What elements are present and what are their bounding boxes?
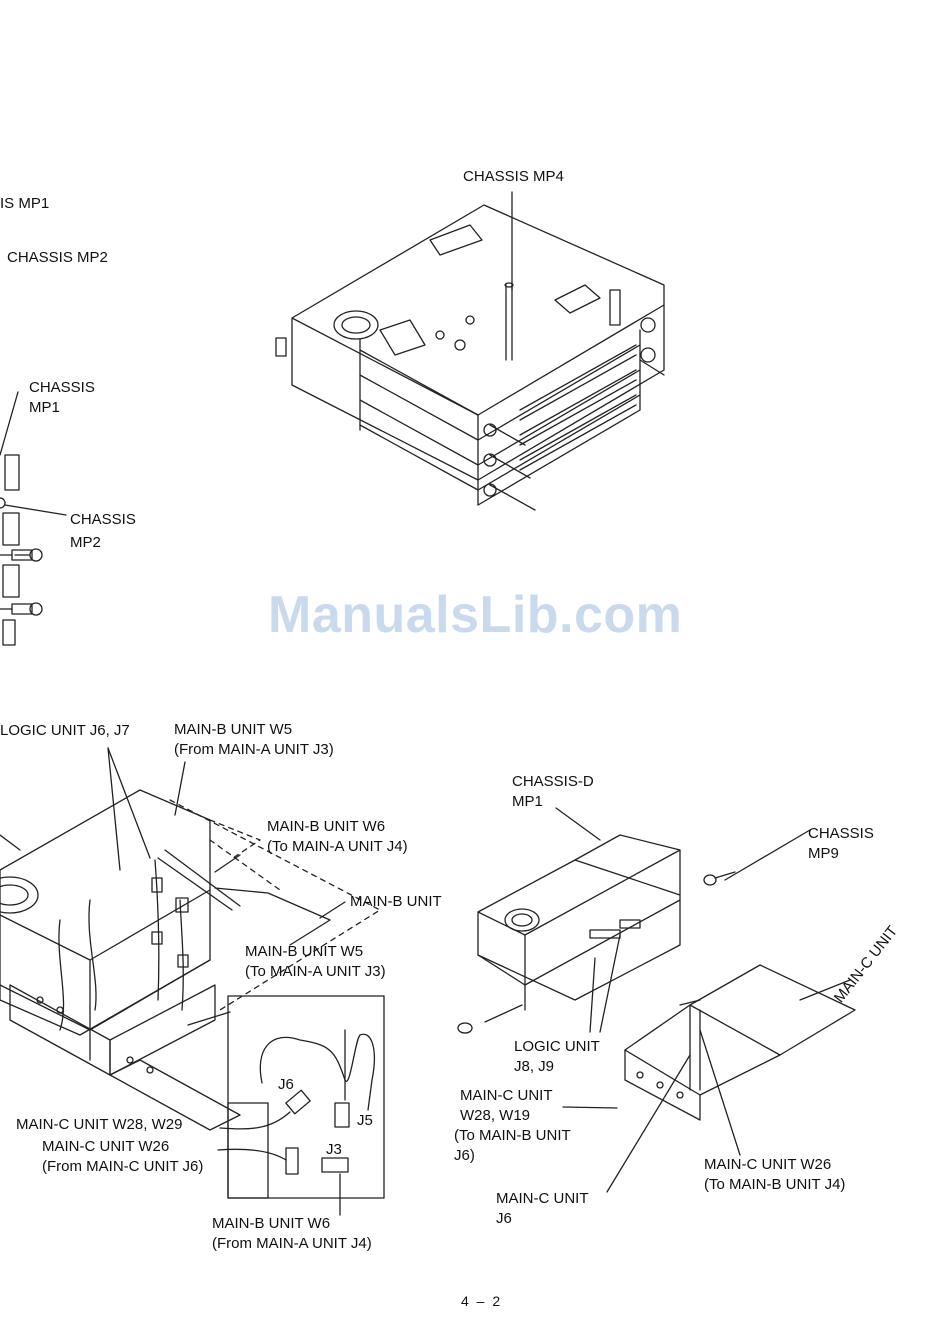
left-exploded-assembly bbox=[0, 747, 381, 1131]
label-mainb-w6-from: MAIN-B UNIT W6(From MAIN-A UNIT J4) bbox=[212, 1215, 372, 1252]
label-mainc-w26-from: MAIN-C UNIT W26(From MAIN-C UNIT J6) bbox=[42, 1138, 204, 1175]
left-chassis-stack bbox=[0, 391, 67, 646]
label-mainc-w26-to: MAIN-C UNIT W26(To MAIN-B UNIT J4) bbox=[704, 1156, 846, 1193]
label-mainb-w6-to: MAIN-B UNIT W6(To MAIN-A UNIT J4) bbox=[267, 818, 408, 855]
page-number: 4 – 2 bbox=[461, 1293, 503, 1309]
label-j6: J6 bbox=[278, 1076, 294, 1093]
mp4-assembly bbox=[275, 191, 665, 511]
label-j3: J3 bbox=[326, 1141, 342, 1158]
label-top-chassis-mp2: CHASSIS MP2 bbox=[7, 249, 108, 266]
label-mainb-w5-to: MAIN-B UNIT W5(To MAIN-A UNIT J3) bbox=[245, 943, 386, 980]
label-j5: J5 bbox=[357, 1112, 373, 1129]
right-exploded-assembly bbox=[457, 807, 856, 1193]
label-chassis-mp4: CHASSIS MP4 bbox=[463, 168, 564, 185]
label-mainb-w5-from: MAIN-B UNIT W5(From MAIN-A UNIT J3) bbox=[174, 721, 334, 758]
label-logic-unit-j6-j7: LOGIC UNIT J6, J7 bbox=[0, 722, 130, 739]
connector-inset bbox=[217, 995, 385, 1216]
watermark: ManualsLib.com bbox=[268, 586, 683, 644]
label-top-mp1: IS MP1 bbox=[0, 195, 50, 212]
label-mainb-unit: MAIN-B UNIT bbox=[350, 893, 442, 910]
label-mainc-w28-w29: MAIN-C UNIT W28, W29 bbox=[16, 1116, 183, 1133]
